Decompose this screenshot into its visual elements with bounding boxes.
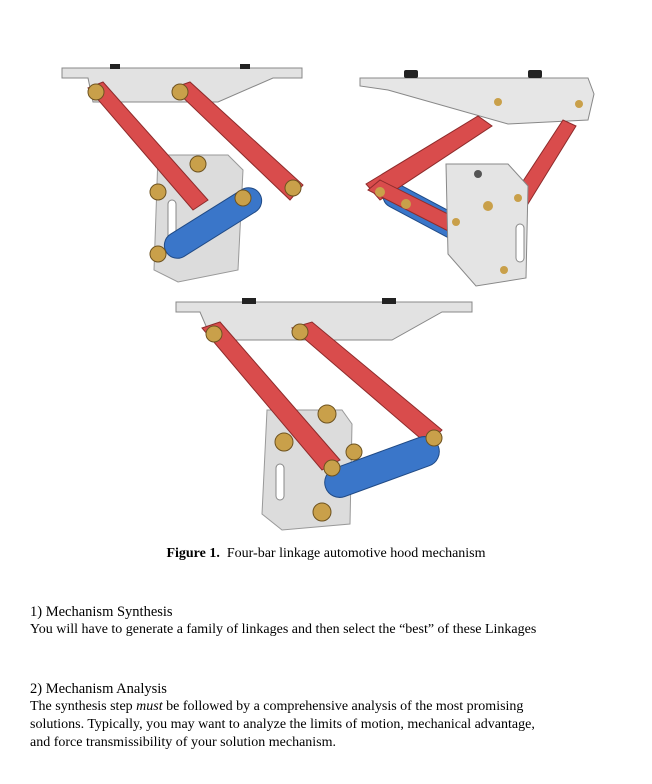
emphasis-text: must <box>136 699 163 714</box>
section-body: The synthesis step must be followed by a… <box>30 698 550 752</box>
mechanism-image-open <box>358 64 598 289</box>
mechanism-image-closed <box>58 60 308 285</box>
section-heading: 1) Mechanism Synthesis <box>30 604 173 620</box>
figure-label: Figure 1. <box>166 546 220 561</box>
body-text: The synthesis step <box>30 699 137 714</box>
body-text: be followed by a comprehensive analysis … <box>30 699 535 750</box>
section-synthesis: 1) Mechanism Synthesis You will have to … <box>30 603 630 639</box>
section-analysis: 2) Mechanism Analysis The synthesis step… <box>30 680 630 752</box>
figure-caption: Figure 1. Four-bar linkage automotive ho… <box>0 546 652 562</box>
figure-caption-text: Four-bar linkage automotive hood mechani… <box>226 546 486 561</box>
section-heading: 2) Mechanism Analysis <box>30 681 167 697</box>
section-body: You will have to generate a family of li… <box>30 622 537 637</box>
mechanism-image-mid <box>172 292 482 542</box>
